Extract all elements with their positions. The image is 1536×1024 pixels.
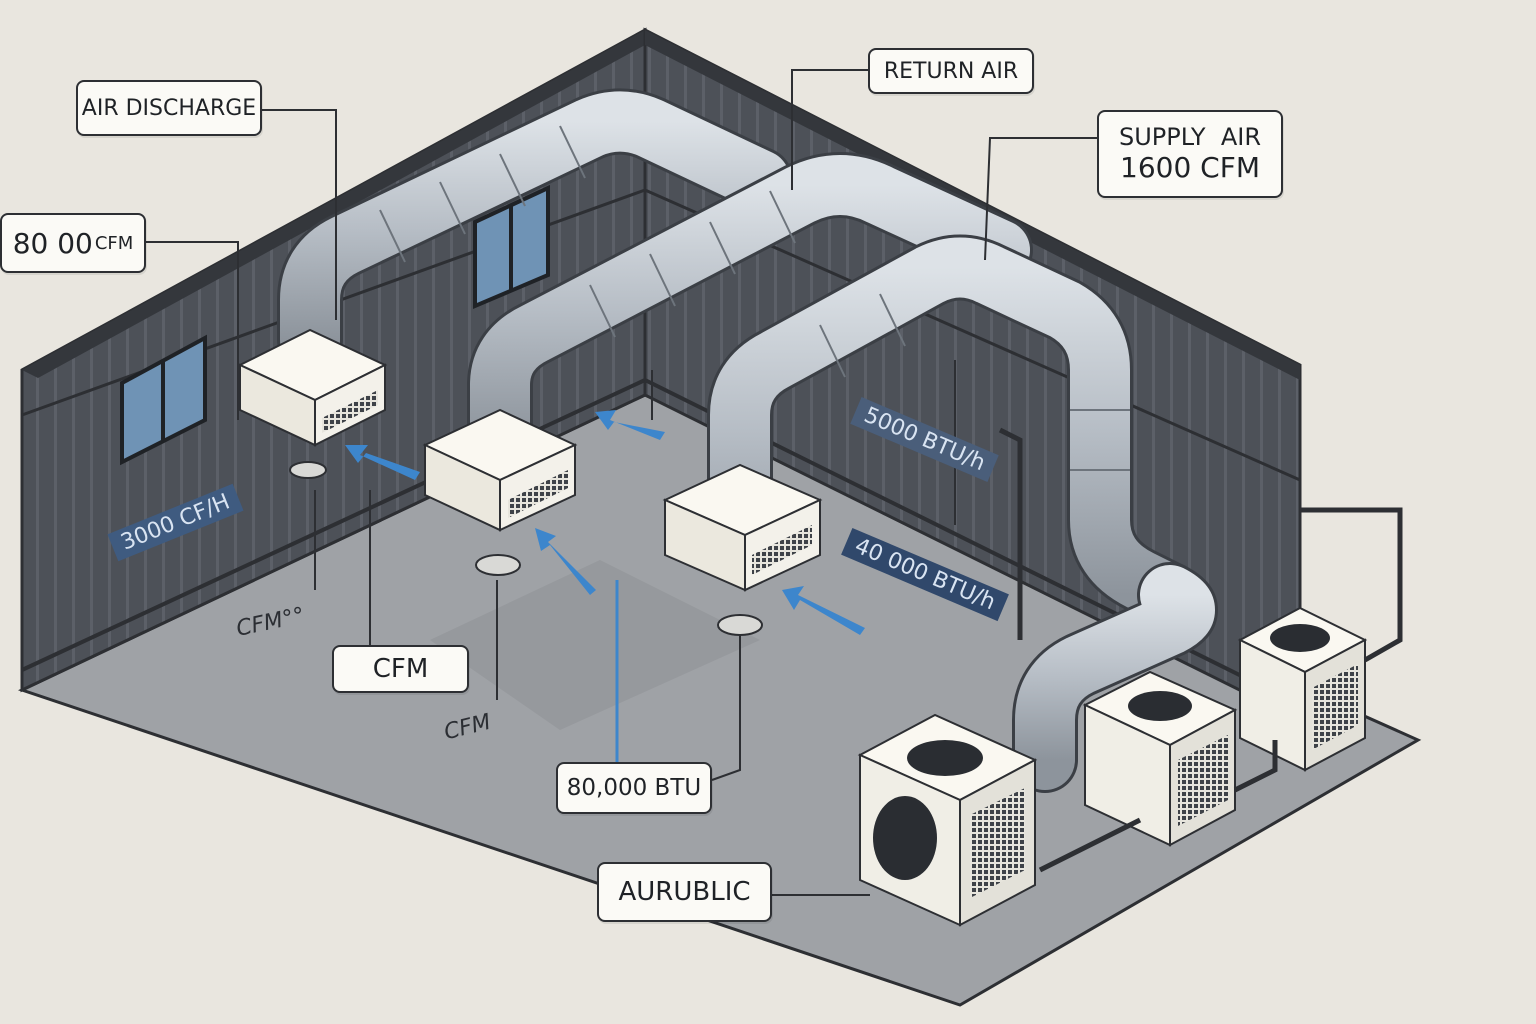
- indoor-unit-3: [662, 463, 823, 636]
- duct-supply-right: [707, 234, 1218, 793]
- duct-return: [277, 88, 793, 373]
- indoor-unit-2: [422, 408, 578, 576]
- aurublic-label: AURUBLIC: [618, 877, 751, 907]
- window-center: [473, 184, 550, 310]
- leader-lines: [145, 69, 1098, 896]
- callout-80000-btu: 80,000 BTU: [556, 762, 712, 814]
- refrigerant-lines: [998, 427, 1403, 873]
- duct-supply-middle: [467, 152, 1033, 473]
- air-discharge-label: AIR DISCHARGE: [81, 95, 257, 121]
- flow-value: 80 00: [12, 226, 93, 260]
- flow-unit: CFM: [94, 232, 134, 254]
- supply-air-label: SUPPLY AIR: [1118, 123, 1262, 152]
- cfm-label: CFM: [372, 654, 429, 684]
- airflow-arrows: [345, 410, 865, 635]
- callout-air-discharge: AIR DISCHARGE: [76, 80, 262, 136]
- supply-air-flow: 1600 CFM: [1120, 150, 1260, 184]
- floor-shadow: [430, 560, 760, 730]
- callout-return-air: RETURN AIR: [868, 48, 1034, 94]
- condenser-unit-2: [1082, 670, 1238, 847]
- condenser-unit-1: [857, 713, 1038, 927]
- callout-supply-air: SUPPLY AIR 1600 CFM: [1097, 110, 1283, 198]
- callout-aurublic: AURUBLIC: [597, 862, 772, 922]
- condenser-unit-3: [1237, 606, 1368, 772]
- btu-label: 80,000 BTU: [566, 775, 702, 801]
- window-left: [120, 334, 207, 466]
- return-air-label: RETURN AIR: [883, 58, 1019, 84]
- duct-seams: [379, 125, 1130, 471]
- indoor-unit-1: [237, 328, 388, 479]
- callout-cfm: CFM: [332, 645, 469, 693]
